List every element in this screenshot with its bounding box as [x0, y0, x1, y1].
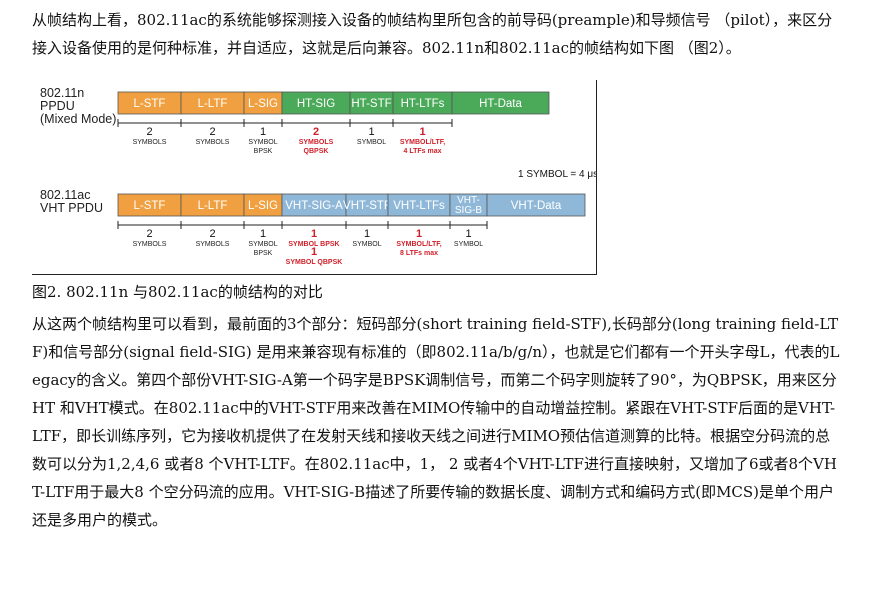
symbol-count: 1: [416, 228, 422, 240]
field-name: VHT-SIG-A: [285, 200, 343, 212]
symbol-count: 1: [364, 228, 370, 240]
symbol-detail: SYMBOLS: [133, 241, 167, 248]
symbol-count: 1: [368, 126, 374, 138]
intro-paragraph: 从帧结构上看，802.11ac的系统能够探测接入设备的帧结构里所包含的前导码(p…: [32, 11, 833, 57]
symbol-detail: SYMBOL/LTF,: [400, 139, 445, 146]
symbol-detail: SYMBOL: [454, 241, 483, 248]
field-name: HT-STF: [351, 98, 391, 110]
field-name: HT-Data: [479, 98, 522, 110]
symbol-detail: 4 LTFs max: [404, 148, 442, 155]
symbol-detail: SYMBOLS: [196, 241, 230, 248]
field-name: L-STF: [134, 200, 166, 212]
symbol-detail: BPSK: [254, 148, 273, 155]
field-name: VHT-Data: [511, 200, 562, 212]
symbol-count: 1: [419, 126, 425, 138]
symbol-detail: 1: [311, 246, 317, 258]
symbol-count: 1: [465, 228, 471, 240]
symbol-detail: SYMBOLS: [133, 139, 167, 146]
row-label: 802.11ac: [40, 188, 91, 202]
field-name: L-LTF: [198, 200, 228, 212]
symbol-detail: SYMBOL: [357, 139, 386, 146]
field-name: VHT-STF: [343, 200, 391, 212]
symbol-detail: SYMBOLS: [196, 139, 230, 146]
symbol-count: 2: [209, 228, 215, 240]
body-paragraph: 从这两个帧结构里可以看到，最前面的3个部分：短码部分(short trainin…: [32, 315, 840, 529]
symbol-count: 2: [146, 228, 152, 240]
field-box: [451, 91, 550, 115]
symbol-count: 2: [313, 126, 319, 138]
row-label: VHT PPDU: [40, 201, 103, 215]
symbol-count: 1: [311, 228, 317, 240]
field-name: HT-SIG: [297, 98, 335, 110]
field-name: SIG-B: [455, 205, 483, 216]
symbol-detail: SYMBOL: [248, 139, 277, 146]
symbol-count: 1: [260, 228, 266, 240]
field-name: VHT-: [457, 195, 480, 206]
symbol-detail: BPSK: [254, 250, 273, 257]
symbol-detail: SYMBOL QBPSK: [286, 259, 343, 266]
field-name: L-SIG: [248, 98, 278, 110]
symbol-detail: SYMBOLS: [299, 139, 334, 146]
row-label: 802.11n: [40, 86, 84, 100]
symbol-detail: QBPSK: [304, 148, 329, 155]
symbol-detail: SYMBOL: [352, 241, 381, 248]
symbol-detail: SYMBOL BPSK: [288, 241, 339, 248]
figure-caption: 图2. 802.11n 与802.11ac的帧结构的对比: [32, 283, 323, 301]
row-label: (Mixed Mode): [40, 112, 116, 126]
symbol-count: 2: [209, 126, 215, 138]
symbol-detail: SYMBOL: [248, 241, 277, 248]
field-name: L-LTF: [198, 98, 228, 110]
field-name: L-STF: [134, 98, 166, 110]
symbol-count: 2: [146, 126, 152, 138]
symbol-detail: 8 LTFs max: [400, 250, 438, 257]
field-name: VHT-LTFs: [393, 200, 445, 212]
row-label: PPDU: [40, 99, 75, 113]
field-box: [486, 193, 586, 217]
symbol-duration-note: 1 SYMBOL = 4 μs: [518, 169, 596, 180]
symbol-count: 1: [260, 126, 266, 138]
symbol-detail: SYMBOL/LTF,: [396, 241, 441, 248]
field-name: HT-LTFs: [401, 98, 445, 110]
field-name: L-SIG: [248, 200, 278, 212]
